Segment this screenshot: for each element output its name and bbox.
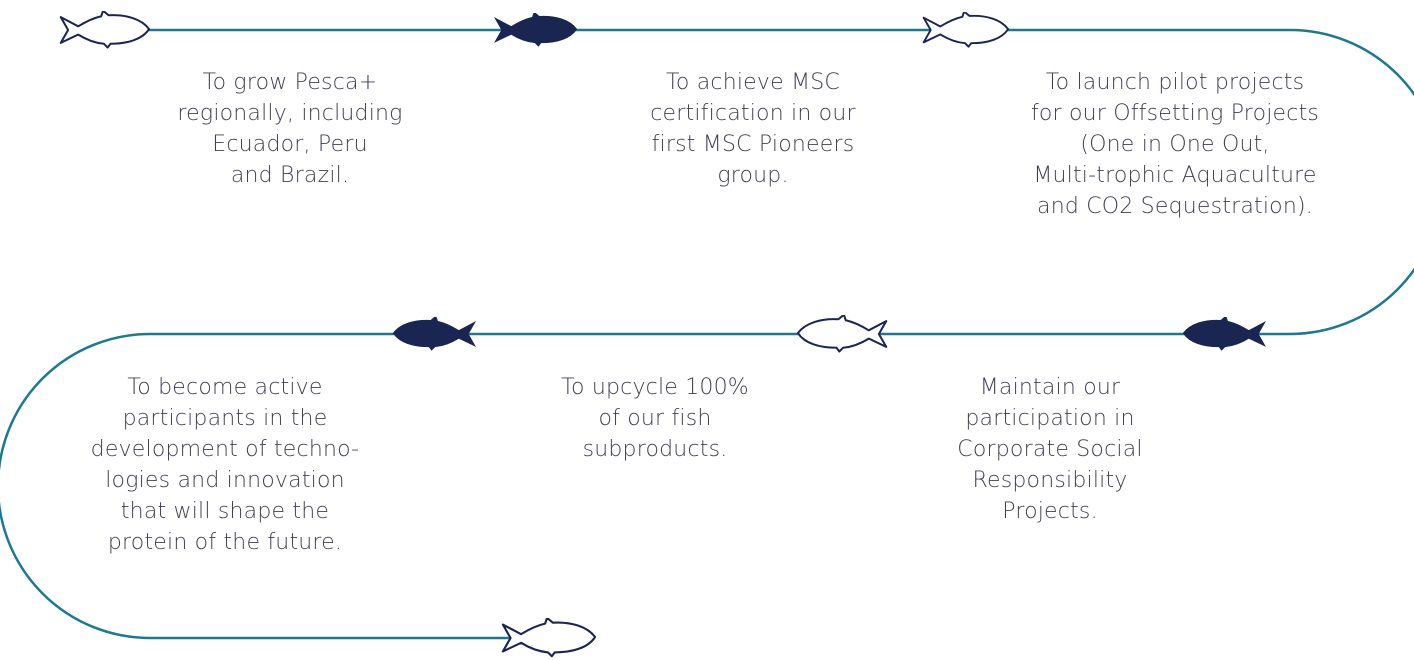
goal-grow-pesca: To grow Pesca+ regionally, including Ecu… (177, 70, 403, 188)
fish-filled-icon (494, 13, 578, 47)
fish-outline-icon (797, 315, 888, 353)
fish-filled-icon (392, 317, 476, 351)
goal-csr-participation: Maintain our participation in Corporate … (957, 375, 1143, 524)
fish-outline-icon (922, 12, 1009, 48)
goal-msc-certification: To achieve MSC certification in our firs… (650, 70, 856, 188)
goal-pilot-projects: To launch pilot projects for our Offsett… (1030, 70, 1320, 219)
goal-technology-innovation: To become active participants in the dev… (90, 375, 360, 555)
fish-outline-icon (59, 11, 150, 49)
fish-outline-icon (501, 618, 596, 658)
fish-filled-icon (1182, 317, 1266, 351)
route-line (0, 28, 1414, 640)
goal-upcycle: To upcycle 100% of our fish subproducts. (561, 375, 749, 462)
